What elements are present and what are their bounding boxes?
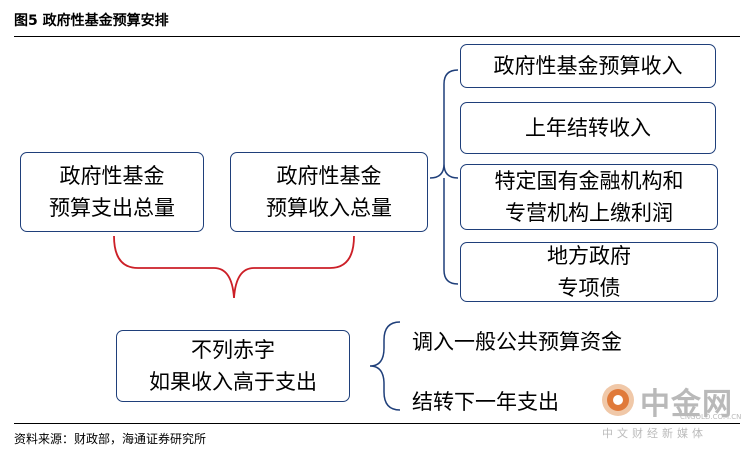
budget-income-box: 政府性基金预算收入	[460, 44, 716, 88]
outcome-carry-forward: 结转下一年支出	[412, 390, 559, 414]
no-deficit-line1: 不列赤字	[191, 338, 275, 362]
no-deficit-box: 不列赤字 如果收入高于支出	[116, 330, 350, 402]
total-income-line2: 预算收入总量	[266, 196, 392, 220]
bottom-rule	[14, 423, 740, 424]
watermark-url: CNGOLD.COM.CN	[680, 413, 742, 421]
outcomes-brace	[369, 321, 401, 411]
total-expenditure-line1: 政府性基金	[59, 164, 165, 188]
profit-remittance-box: 特定国有金融机构和 专营机构上缴利润	[460, 164, 718, 230]
source-note: 资料来源：财政部，海通证券研究所	[14, 432, 207, 446]
local-special-bond-line2: 专项债	[557, 276, 621, 300]
profit-remittance-line2: 专营机构上缴利润	[505, 201, 673, 225]
top-rule	[14, 36, 740, 37]
total-income-line1: 政府性基金	[276, 164, 382, 188]
income-sources-brace	[429, 69, 459, 285]
outcome-transfer-general: 调入一般公共预算资金	[412, 330, 622, 354]
local-special-bond-line1: 地方政府	[547, 244, 631, 268]
totals-red-brace	[113, 235, 355, 299]
carryover-income-box: 上年结转收入	[460, 102, 716, 154]
figure-title: 图5 政府性基金预算安排	[14, 13, 169, 29]
budget-income-label: 政府性基金预算收入	[493, 54, 683, 78]
no-deficit-line2: 如果收入高于支出	[149, 370, 317, 394]
total-expenditure-line2: 预算支出总量	[49, 196, 175, 220]
total-expenditure-box: 政府性基金 预算支出总量	[20, 152, 204, 232]
watermark-brand: 中金网	[640, 387, 733, 422]
total-income-box: 政府性基金 预算收入总量	[230, 152, 428, 232]
carryover-income-label: 上年结转收入	[525, 116, 651, 140]
watermark-tagline: 中文财经新媒体	[602, 427, 707, 440]
watermark-logo-icon	[602, 384, 634, 416]
local-special-bond-box: 地方政府 专项债	[460, 242, 718, 302]
profit-remittance-line1: 特定国有金融机构和	[494, 169, 684, 193]
